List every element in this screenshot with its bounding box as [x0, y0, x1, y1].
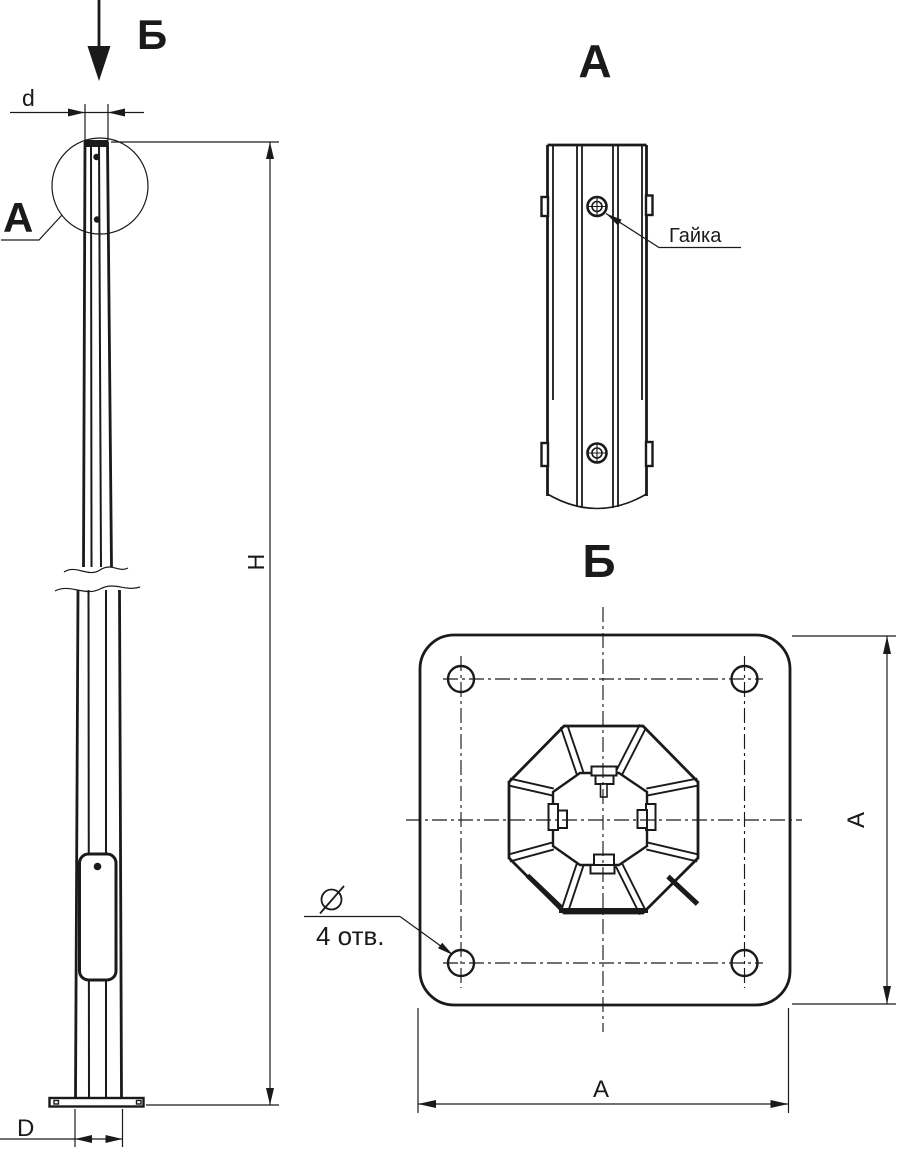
- dimension-arrow-icon: [770, 1100, 789, 1108]
- dimension-a-right: А: [792, 635, 896, 1005]
- break-line: [63, 566, 129, 574]
- dimension-arrow-icon: [68, 108, 85, 117]
- nut-symbol: [586, 442, 608, 464]
- dim-d-label: d: [22, 85, 35, 111]
- door-screw-icon: [93, 862, 102, 871]
- dim-a-bottom-label: А: [593, 1076, 609, 1103]
- dimension-arrow-icon: [266, 142, 274, 159]
- side-tab: [540, 441, 550, 468]
- hand-hole-door: [78, 852, 118, 982]
- bottom-view-b: Б: [304, 535, 896, 1113]
- pole-upper-section: [82, 140, 113, 568]
- side-tab: [644, 194, 654, 217]
- dimension-arrow-icon: [75, 1135, 92, 1143]
- nut-callout-label: Гайка: [669, 225, 722, 247]
- fastener-tab-north: [590, 765, 618, 798]
- pole-top-cap: [84, 140, 109, 147]
- side-tab: [540, 195, 550, 218]
- break-line: [54, 585, 141, 593]
- dimension-arrow-icon: [108, 108, 125, 117]
- pole-lower-section: [74, 589, 123, 1099]
- pole-top-detail: [540, 143, 654, 510]
- view-b-direction-label: Б: [137, 11, 167, 58]
- dimension-arrow-icon: [105, 1135, 123, 1143]
- break-line: [547, 493, 647, 510]
- base-plate-edge: [48, 1096, 145, 1108]
- dimension-h: H: [111, 141, 279, 1106]
- dimension-a-bottom: А: [417, 1008, 790, 1113]
- holes-note: 4 отв.: [304, 885, 453, 955]
- base-plate-outline: [418, 633, 792, 1007]
- dimension-arrow-icon: [883, 636, 891, 654]
- dimension-d-base: D: [0, 1109, 124, 1147]
- dim-h-label: H: [243, 554, 269, 571]
- dimension-arrow-icon: [266, 1088, 274, 1105]
- dim-a-right-label: А: [843, 812, 870, 828]
- weld-mark: [666, 874, 700, 906]
- side-tab: [644, 440, 654, 468]
- fastener-tab-west: [547, 803, 568, 831]
- fastener-tab-east: [636, 803, 657, 831]
- pole-front-view: Б d А: [0, 0, 279, 1147]
- holes-count-label: 4 отв.: [316, 921, 385, 951]
- detail-a-callout-leader: [1, 214, 63, 241]
- leader-arrow-icon: [606, 213, 622, 226]
- dimension-d: d: [10, 85, 144, 140]
- detail-view-a-title: А: [578, 35, 611, 87]
- leader-arrow-icon: [438, 942, 453, 955]
- dimension-arrow-icon: [883, 986, 891, 1004]
- bottom-view-b-title: Б: [582, 535, 615, 587]
- centerlines: [406, 607, 802, 1032]
- dim-d-base-label: D: [17, 1115, 34, 1142]
- detail-view-a: А: [540, 35, 741, 510]
- detail-a-callout-label: А: [3, 194, 33, 241]
- diameter-icon: [319, 885, 345, 915]
- view-b-direction-arrow-icon: [87, 0, 111, 81]
- nut-side-mark: [93, 153, 100, 161]
- nut-callout: Гайка: [605, 212, 741, 249]
- nut-symbol: [586, 195, 608, 218]
- gusset-ribs: [507, 723, 700, 916]
- weld-mark: [525, 873, 563, 910]
- nut-side-mark: [93, 216, 101, 223]
- dimension-arrow-icon: [418, 1100, 436, 1108]
